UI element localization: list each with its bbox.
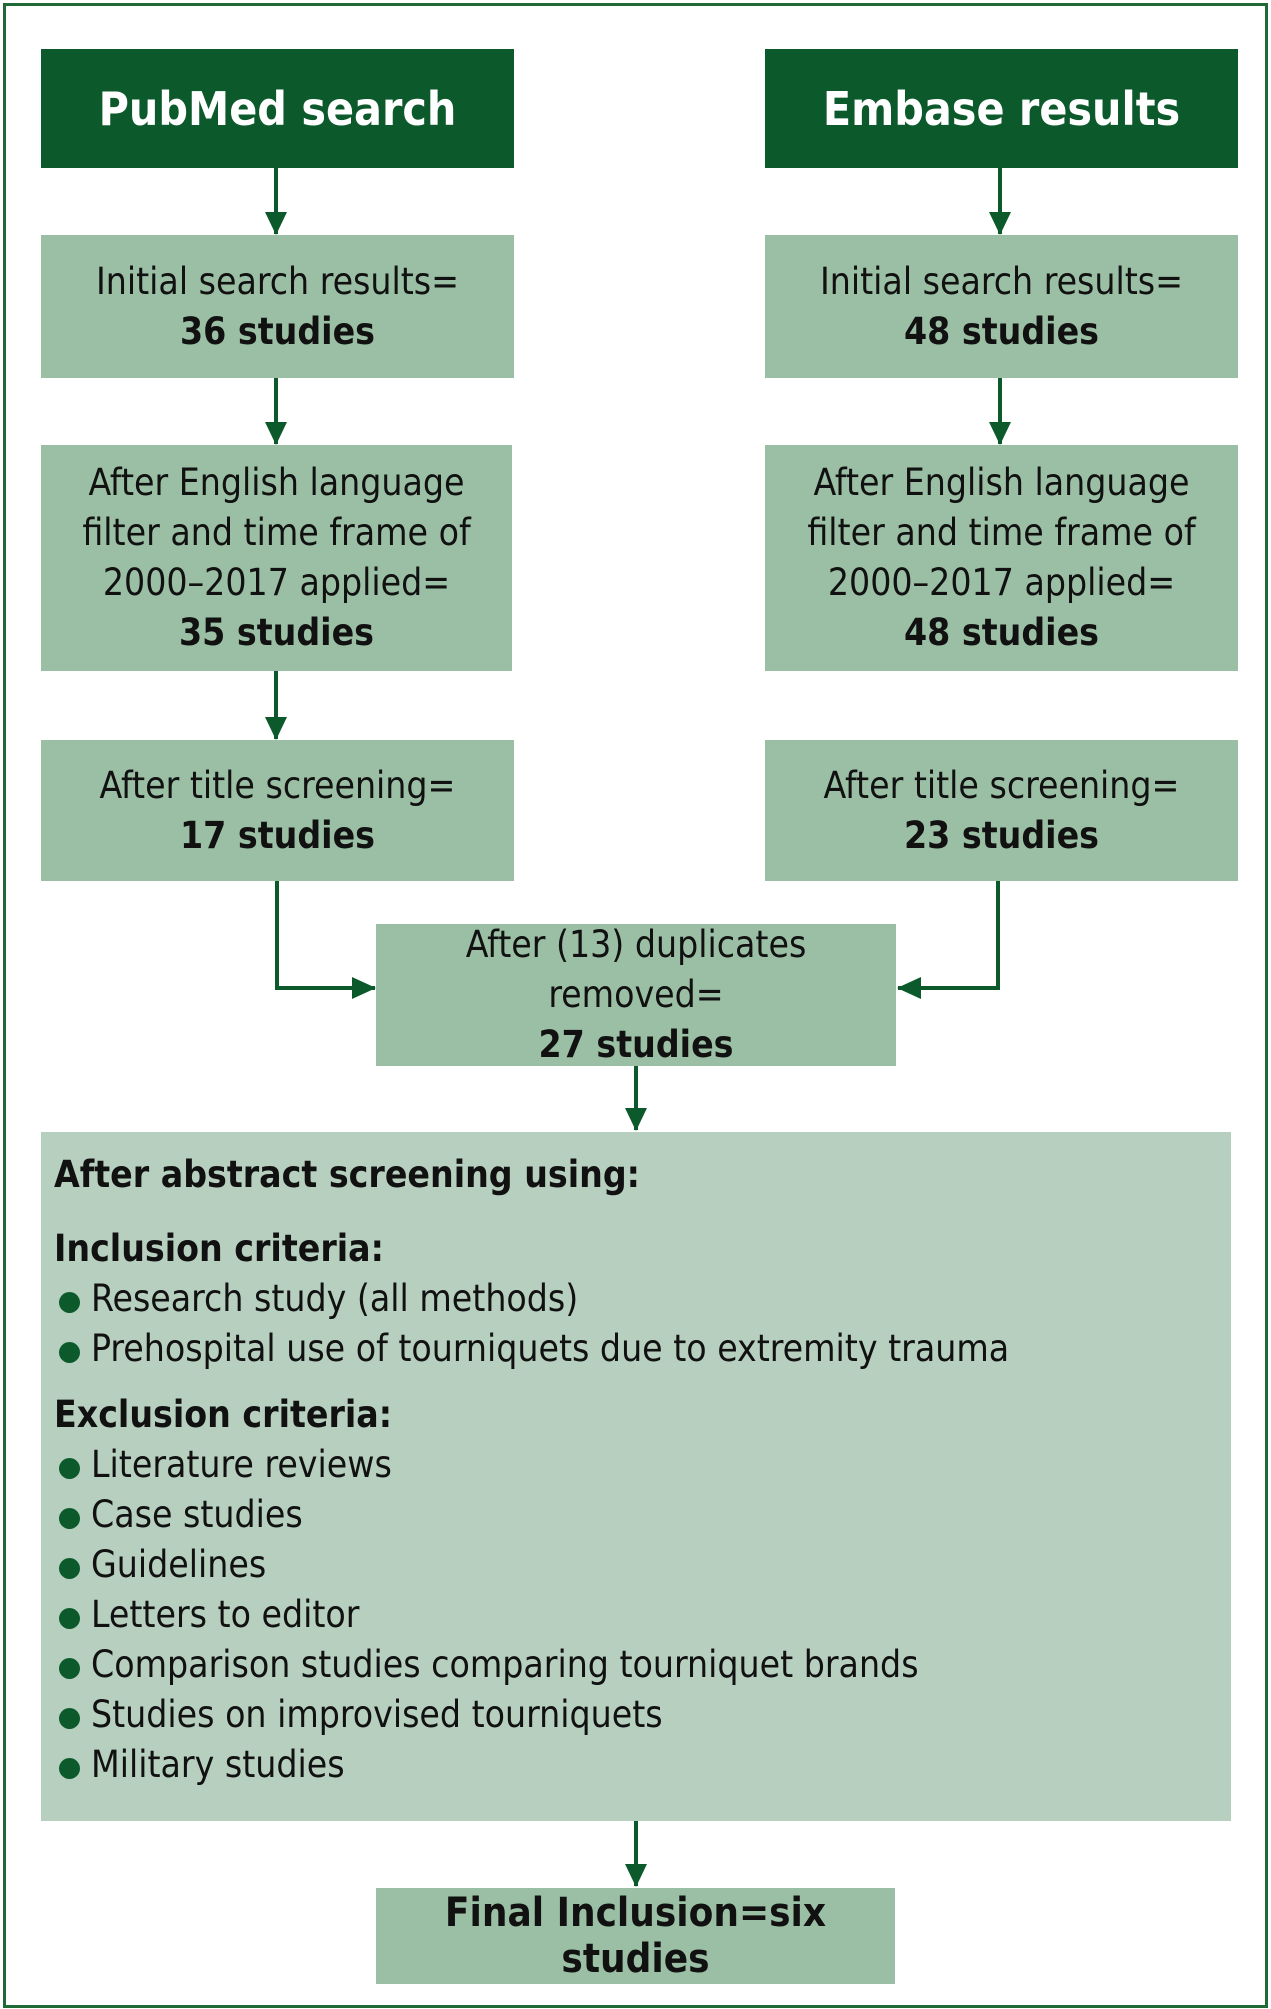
embase-header-label: Embase results [822, 81, 1181, 136]
exclusion-item-label: Case studies [91, 1493, 303, 1536]
pubmed-filter-line-3: 2000–2017 applied= [102, 561, 451, 604]
exclusion-item: Case studies [54, 1490, 1231, 1540]
pubmed-filter-line-2: filter and time frame of [82, 511, 471, 554]
embase-filter-line-1: After English language [813, 461, 1190, 504]
final-inclusion-box: Final Inclusion=six studies [376, 1888, 895, 1984]
exclusion-item-label: Comparison studies comparing tourniquet … [91, 1643, 919, 1686]
bullet-dot-icon [59, 1658, 80, 1679]
pubmed-filter-count: 35 studies [179, 611, 374, 654]
pubmed-filter-line-1: After English language [88, 461, 465, 504]
pubmed-title-screen-text: After title screening= [99, 763, 456, 807]
embase-title-screen-count: 23 studies [904, 813, 1099, 857]
exclusion-item: Studies on improvised tourniquets [54, 1690, 1231, 1740]
final-inclusion-label: Final Inclusion=six studies [444, 1890, 827, 1982]
embase-filter-count: 48 studies [904, 611, 1099, 654]
exclusion-item: Military studies [54, 1740, 1231, 1790]
bullet-dot-icon [59, 1558, 80, 1579]
bullet-dot-icon [59, 1708, 80, 1729]
inclusion-item-label: Prehospital use of tourniquets due to ex… [91, 1327, 1010, 1370]
embase-initial-count: 48 studies [904, 309, 1099, 353]
inclusion-item-label: Research study (all methods) [91, 1277, 579, 1320]
pubmed-header: PubMed search [41, 49, 514, 168]
embase-initial-box: Initial search results= 48 studies [765, 235, 1238, 378]
bullet-dot-icon [59, 1508, 80, 1529]
abstract-screening-box: After abstract screening using: Inclusio… [41, 1132, 1231, 1821]
exclusion-item: Letters to editor [54, 1590, 1231, 1640]
embase-title-screen-box: After title screening= 23 studies [765, 740, 1238, 881]
exclusion-item: Comparison studies comparing tourniquet … [54, 1640, 1231, 1690]
bullet-dot-icon [59, 1458, 80, 1479]
inclusion-item: Research study (all methods) [54, 1274, 1231, 1324]
bullet-dot-icon [59, 1608, 80, 1629]
pubmed-initial-count: 36 studies [180, 309, 375, 353]
bullet-dot-icon [59, 1342, 80, 1363]
inclusion-criteria-list: Research study (all methods) Prehospital… [54, 1274, 1231, 1374]
embase-header: Embase results [765, 49, 1238, 168]
abstract-screening-title: After abstract screening using: [54, 1153, 640, 1196]
exclusion-item-label: Military studies [91, 1743, 345, 1786]
exclusion-item-label: Studies on improvised tourniquets [91, 1693, 663, 1736]
duplicates-removed-box: After (13) duplicates removed= 27 studie… [376, 923, 896, 1066]
duplicates-removed-text: After (13) duplicates removed= [465, 923, 807, 1016]
exclusion-item-label: Letters to editor [91, 1593, 360, 1636]
pubmed-title-screen-box: After title screening= 17 studies [41, 740, 514, 881]
inclusion-criteria-title: Inclusion criteria: [54, 1227, 384, 1270]
flowchart-frame [3, 3, 1268, 2008]
embase-filter-line-3: 2000–2017 applied= [827, 561, 1176, 604]
exclusion-criteria-list: Literature reviews Case studies Guidelin… [54, 1440, 1231, 1790]
exclusion-item: Guidelines [54, 1540, 1231, 1590]
bullet-dot-icon [59, 1758, 80, 1779]
embase-filter-line-2: filter and time frame of [807, 511, 1196, 554]
pubmed-title-screen-count: 17 studies [180, 813, 375, 857]
exclusion-item-label: Guidelines [91, 1543, 267, 1586]
pubmed-initial-text: Initial search results= [95, 259, 460, 303]
pubmed-filter-box: After English language filter and time f… [41, 445, 512, 671]
pubmed-initial-box: Initial search results= 36 studies [41, 235, 514, 378]
bullet-dot-icon [59, 1292, 80, 1313]
exclusion-item: Literature reviews [54, 1440, 1231, 1490]
pubmed-header-label: PubMed search [98, 81, 457, 136]
embase-filter-box: After English language filter and time f… [765, 445, 1238, 671]
exclusion-criteria-title: Exclusion criteria: [54, 1393, 393, 1436]
inclusion-item: Prehospital use of tourniquets due to ex… [54, 1324, 1231, 1374]
embase-title-screen-text: After title screening= [823, 763, 1180, 807]
exclusion-item-label: Literature reviews [91, 1443, 392, 1486]
embase-initial-text: Initial search results= [819, 259, 1184, 303]
duplicates-removed-count: 27 studies [538, 1023, 734, 1066]
